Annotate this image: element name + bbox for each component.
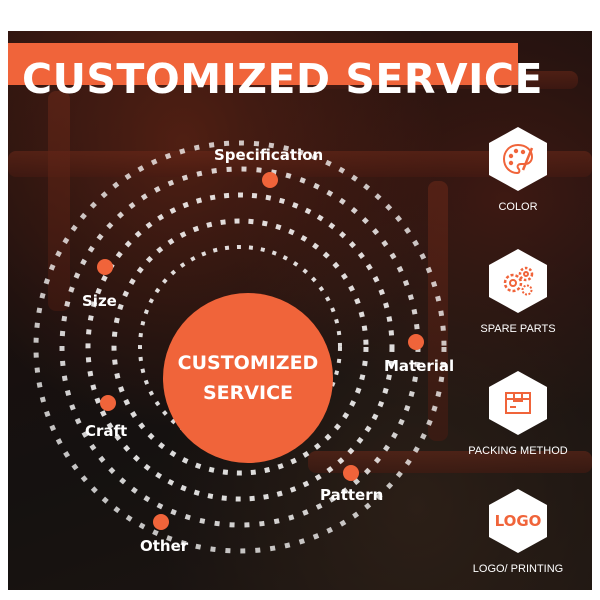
side-item-spare-parts: SPARE PARTS: [463, 249, 573, 335]
palette-icon: [489, 127, 547, 191]
box-icon: [489, 371, 547, 435]
gears-icon: [489, 249, 547, 313]
page-title: CUSTOMIZED SERVICE: [22, 55, 544, 103]
logo-icon: LOGO: [489, 489, 547, 553]
banner-frame: CUSTOMIZED SERVICE CUSTOMIZED SERVICE Sp…: [8, 31, 592, 590]
side-item-packing-method: PACKING METHOD: [463, 371, 573, 457]
node-label-material: Material: [384, 357, 455, 375]
side-label-packing-method: PACKING METHOD: [468, 445, 568, 457]
node-dot-material: [408, 334, 424, 350]
node-label-size: Size: [82, 292, 117, 310]
side-item-color: COLOR: [463, 127, 573, 213]
center-line-1: CUSTOMIZED: [177, 352, 319, 374]
node-label-specification: Specification: [214, 146, 324, 164]
node-label-craft: Craft: [85, 422, 128, 440]
node-dot-size: [97, 259, 113, 275]
center-line-2: SERVICE: [203, 382, 293, 404]
side-item-logo-printing: LOGO LOGO/ PRINTING: [463, 489, 573, 575]
side-label-spare-parts: SPARE PARTS: [480, 323, 556, 335]
side-label-color: COLOR: [498, 201, 538, 213]
node-label-pattern: Pattern: [320, 486, 384, 504]
title-bar: CUSTOMIZED SERVICE: [8, 43, 543, 103]
node-label-other: Other: [140, 537, 189, 555]
node-dot-craft: [100, 395, 116, 411]
node-dot-pattern: [343, 465, 359, 481]
node-dot-specification: [262, 172, 278, 188]
logo-text: LOGO: [494, 512, 542, 530]
node-dot-other: [153, 514, 169, 530]
center-circle: CUSTOMIZED SERVICE: [163, 293, 333, 463]
side-label-logo-printing: LOGO/ PRINTING: [472, 563, 564, 575]
